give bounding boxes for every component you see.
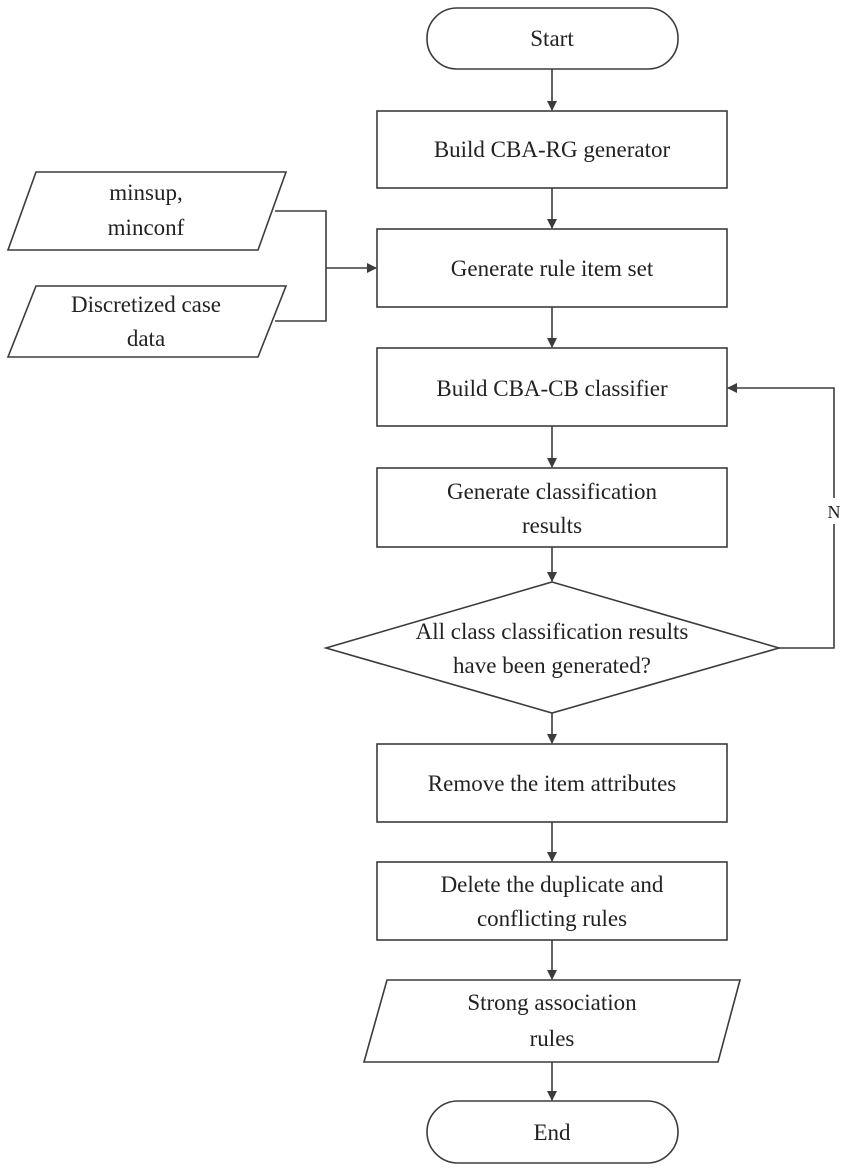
minsup-label: minsup, [109,180,182,205]
decision-label-line1: All class classification results [416,619,689,644]
delete-rules-node: Delete the duplicate and conflicting rul… [376,861,728,941]
start-node: Start [426,7,679,70]
connector-inputs-merge [275,210,327,322]
decision-node: All class classification results have be… [323,581,782,714]
delete-rules-label-line2: conflicting rules [477,906,627,931]
minconf-label: minconf [108,215,185,240]
generate-results-label-line1: Generate classification [447,479,658,504]
strong-rules-output: Strong association rules [362,979,742,1063]
build-cb-label: Build CBA-CB classifier [436,376,668,401]
no-label: N [828,502,841,522]
generate-rules-label: Generate rule item set [451,256,654,281]
build-rg-label: Build CBA-RG generator [434,137,671,162]
generate-rules-node: Generate rule item set [376,228,728,308]
generate-results-label-line2: results [522,513,582,538]
remove-attrs-label: Remove the item attributes [428,771,677,796]
minsup-minconf-input: minsup, minconf [6,171,288,251]
no-label-bg [824,498,844,524]
build-cb-node: Build CBA-CB classifier [376,347,728,427]
decision-label-line2: have been generated? [453,653,651,678]
discretized-data-input: Discretized case data [6,285,288,358]
strong-rules-label-line1: Strong association [467,990,637,1015]
remove-attrs-node: Remove the item attributes [376,743,728,823]
generate-results-node: Generate classification results [376,467,728,548]
strong-rules-label-line2: rules [530,1026,575,1051]
discretized-label-line2: data [127,326,165,351]
end-node: End [426,1100,679,1164]
start-label: Start [530,26,574,51]
end-label: End [533,1120,571,1145]
loop-no-to-build-cb [727,383,835,649]
discretized-label-line1: Discretized case [71,292,221,317]
build-rg-node: Build CBA-RG generator [376,110,728,189]
delete-rules-label-line1: Delete the duplicate and [441,872,664,897]
